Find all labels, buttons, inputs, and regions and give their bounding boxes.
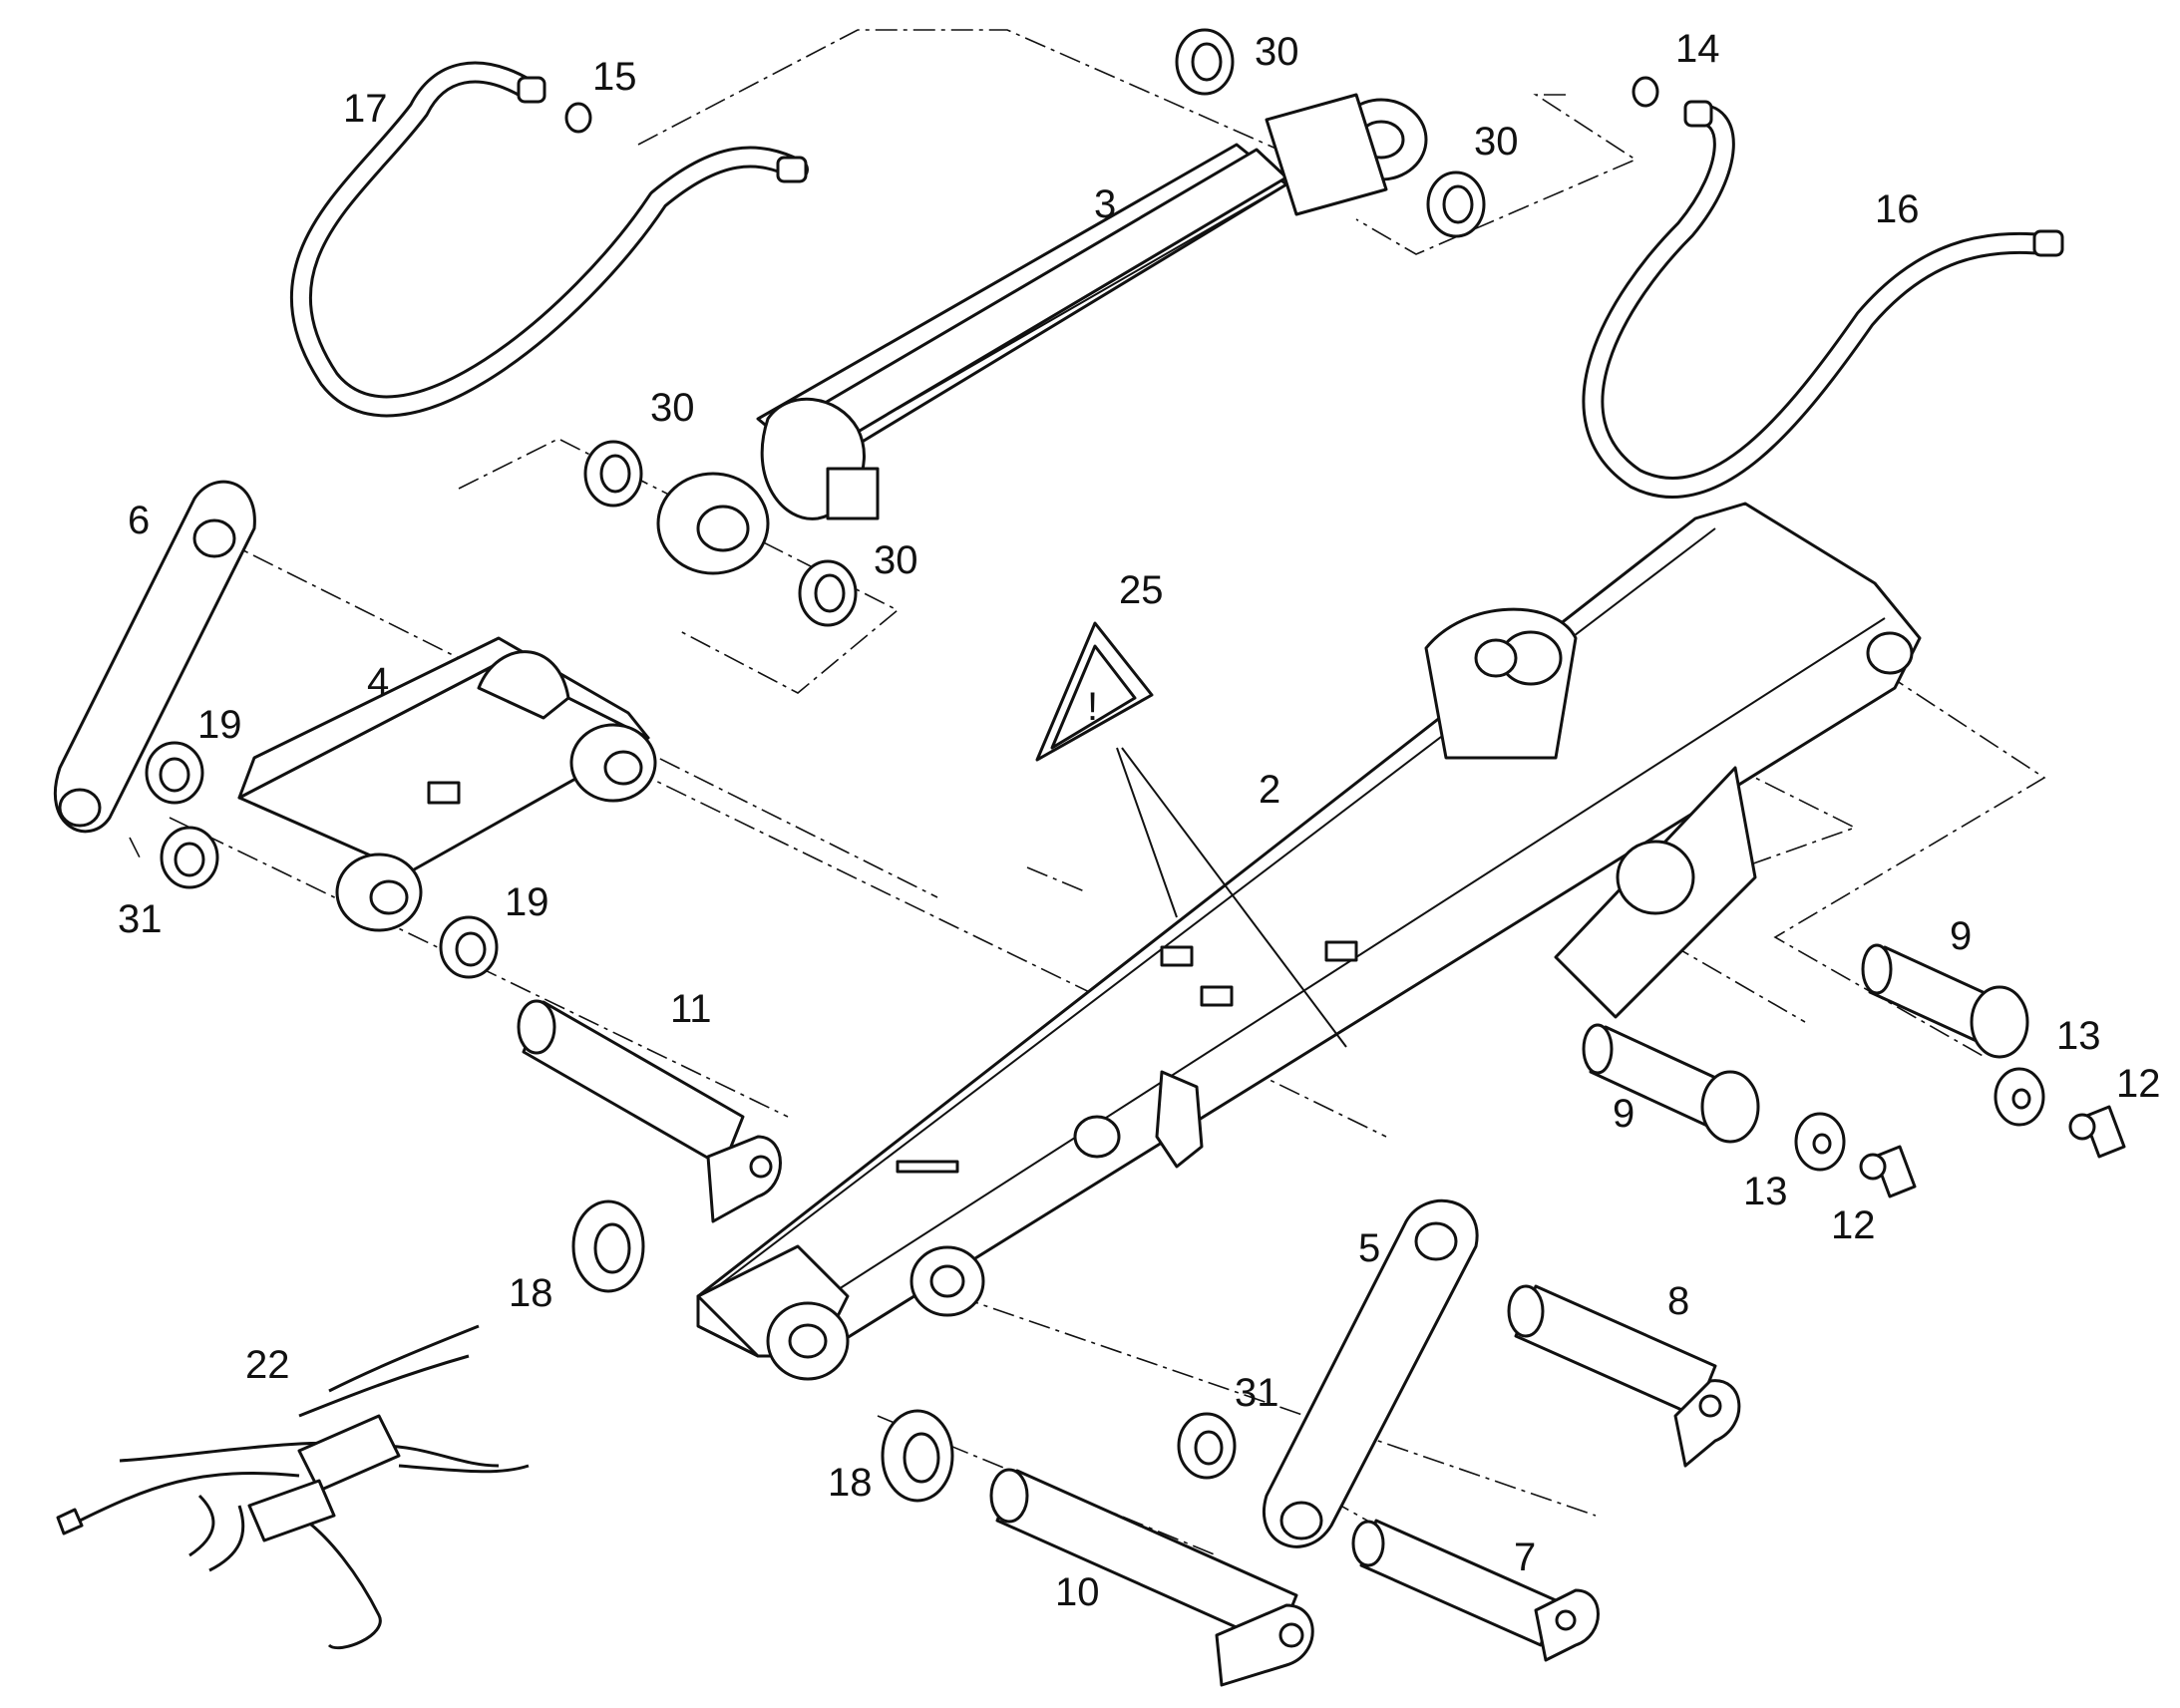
callout-6: 6 (128, 499, 150, 542)
callout-30-d: 30 (874, 538, 918, 582)
callout-11: 11 (670, 987, 712, 1031)
callout-15: 15 (592, 55, 637, 99)
callout-labels: 2 3 4 5 6 7 8 9 9 10 11 12 12 13 13 14 1… (118, 27, 2161, 1614)
callout-16: 16 (1875, 187, 1920, 231)
callout-14: 14 (1675, 27, 1720, 71)
o-ring-14 (1632, 76, 1659, 108)
boom-arm (696, 502, 1922, 1381)
callout-19-a: 19 (197, 703, 242, 747)
callout-31-a: 31 (118, 897, 163, 941)
callout-18-b: 18 (828, 1461, 873, 1505)
callout-4: 4 (367, 660, 389, 704)
callout-5: 5 (1358, 1226, 1380, 1270)
callout-2: 2 (1259, 768, 1280, 812)
callout-22: 22 (245, 1343, 290, 1387)
callout-13-a: 13 (2056, 1014, 2101, 1058)
warning-triangle-icon: ! (1035, 621, 1154, 762)
link-6 (53, 480, 256, 834)
callout-9-a: 9 (1950, 914, 1972, 958)
hydraulic-hose-16 (1582, 100, 2064, 500)
callout-17: 17 (343, 87, 388, 131)
callout-3: 3 (1094, 182, 1116, 226)
callout-30-c: 30 (650, 386, 695, 430)
boom-cylinder (656, 93, 1428, 575)
washers-left (145, 741, 499, 979)
hydraulic-valve-harness-22 (56, 1324, 530, 1650)
pin-7 (1351, 1519, 1600, 1662)
seal-rings-30 (583, 28, 1486, 627)
washer-31 (1177, 1412, 1237, 1480)
pin-11 (517, 999, 782, 1223)
hydraulic-hose-17 (289, 61, 809, 418)
callout-30-b: 30 (1474, 120, 1519, 164)
warning-glyph: ! (1087, 685, 1098, 729)
link-5 (1263, 1198, 1479, 1548)
callout-25: 25 (1119, 568, 1164, 612)
callout-9-b: 9 (1613, 1092, 1635, 1136)
o-ring-15 (564, 102, 592, 134)
callout-7: 7 (1514, 1536, 1536, 1579)
callout-13-b: 13 (1743, 1170, 1788, 1213)
callout-12-a: 12 (2116, 1062, 2161, 1106)
callout-18-a: 18 (509, 1271, 553, 1315)
callout-8: 8 (1667, 1279, 1689, 1323)
callout-12-b: 12 (1831, 1203, 1876, 1247)
washers-18 (571, 1199, 954, 1503)
callout-10: 10 (1055, 1570, 1100, 1614)
pin-8 (1507, 1284, 1741, 1468)
callout-31-b: 31 (1235, 1371, 1279, 1415)
boom-bracket (237, 636, 657, 932)
callout-30-a: 30 (1255, 30, 1299, 74)
pins-9-washers-13-bolts-12 (1582, 943, 2126, 1198)
pin-10 (989, 1468, 1314, 1687)
callout-19-b: 19 (505, 880, 549, 924)
